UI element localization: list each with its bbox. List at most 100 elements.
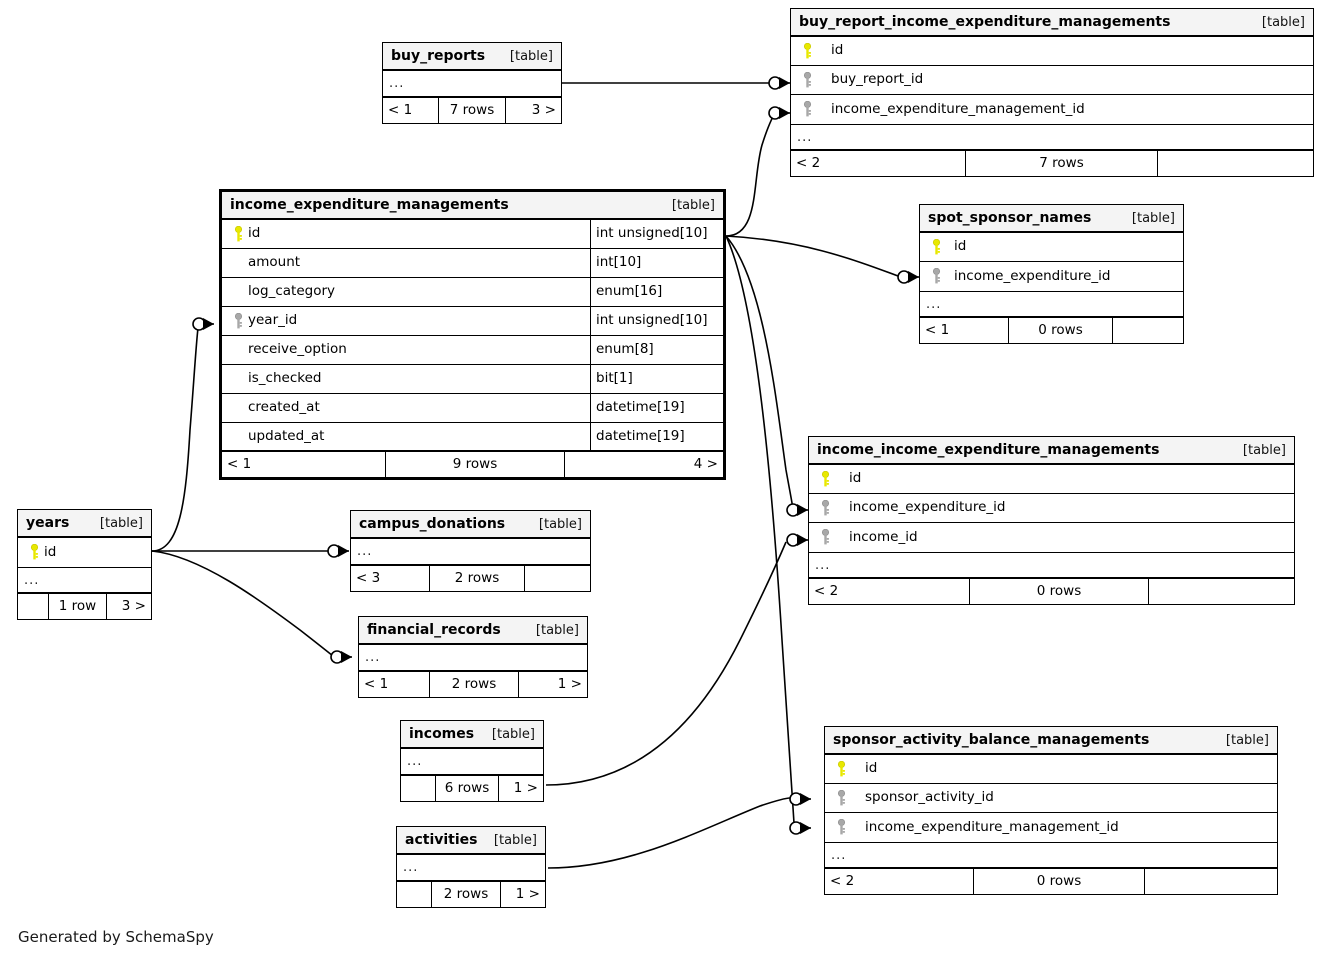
footer-parent-count[interactable]: < 1 — [227, 455, 252, 472]
footer-parent-count[interactable]: < 3 — [356, 569, 381, 586]
column-name: is_checked — [248, 370, 322, 387]
table-footer: < 1 7 rows 3 > — [383, 98, 561, 123]
primary-key-icon — [831, 760, 851, 778]
table-row[interactable]: income_id — [809, 523, 1294, 552]
column-list: id int unsigned[10] amount int[10] log_c… — [222, 220, 723, 452]
footer-parent-count[interactable] — [397, 882, 431, 907]
table-type-tag: [table] — [1225, 732, 1269, 748]
column-name: updated_at — [248, 427, 325, 444]
footer-child-count[interactable] — [1149, 579, 1294, 604]
table-campus-donations[interactable]: campus_donations [table] ... < 3 2 rows — [350, 510, 591, 592]
table-buy-reports[interactable]: buy_reports [table] ... < 1 7 rows 3 > — [382, 42, 562, 124]
footer-parent-count[interactable] — [18, 594, 48, 619]
footer-child-count[interactable]: 1 > — [513, 779, 538, 796]
table-type-tag: [table] — [671, 197, 715, 213]
table-years[interactable]: years [table] id ... 1 row 3 > — [17, 509, 152, 620]
foreign-key-icon — [815, 529, 835, 546]
footer-parent-count[interactable]: < 2 — [814, 582, 839, 599]
table-title: income_income_expenditure_managements — [817, 442, 1160, 458]
table-row[interactable]: id — [809, 465, 1294, 494]
table-header: activities [table] — [397, 827, 545, 855]
table-title: sponsor_activity_balance_managements — [833, 732, 1150, 748]
footer-parent-count[interactable] — [401, 776, 435, 801]
table-sponsor-activity-balance-managements[interactable]: sponsor_activity_balance_managements [ta… — [824, 726, 1278, 895]
footer-parent-count[interactable]: < 1 — [388, 101, 413, 118]
table-row[interactable]: id int unsigned[10] — [222, 220, 723, 249]
footer-child-count[interactable]: 4 > — [693, 455, 718, 472]
table-row[interactable]: log_category enum[16] — [222, 278, 723, 307]
table-row[interactable]: income_expenditure_management_id — [791, 95, 1313, 124]
table-title: incomes — [409, 726, 475, 742]
edge-years-to-financial-records — [151, 550, 334, 657]
column-type: enum[16] — [590, 278, 723, 306]
table-type-tag: [table] — [491, 726, 535, 742]
table-row[interactable]: created_at datetime[19] — [222, 394, 723, 423]
footer-row-count: 7 rows — [965, 151, 1158, 176]
footer-parent-count[interactable]: < 2 — [796, 154, 821, 171]
table-row[interactable]: is_checked bit[1] — [222, 365, 723, 394]
table-row[interactable]: id — [920, 233, 1183, 262]
column-type: enum[8] — [590, 336, 723, 364]
hidden-columns-ellipsis: ... — [18, 567, 151, 594]
footer-row-count: 0 rows — [969, 579, 1149, 604]
edge-iem-to-income-iem — [725, 235, 794, 510]
column-name: created_at — [248, 399, 320, 416]
edge-iem-to-sponsor-activity-balance — [725, 235, 795, 824]
table-footer: < 2 7 rows — [791, 151, 1313, 176]
table-row[interactable]: sponsor_activity_id — [825, 784, 1277, 813]
table-title: spot_sponsor_names — [928, 210, 1092, 226]
table-type-tag: [table] — [1242, 442, 1286, 458]
column-type: int[10] — [590, 249, 723, 277]
foreign-key-icon — [797, 101, 817, 118]
footer-child-count[interactable]: 3 > — [531, 101, 556, 118]
table-incomes[interactable]: incomes [table] ... 6 rows 1 > — [400, 720, 544, 802]
table-row[interactable]: amount int[10] — [222, 249, 723, 278]
table-financial-records[interactable]: financial_records [table] ... < 1 2 rows… — [358, 616, 588, 698]
table-row[interactable]: updated_at datetime[19] — [222, 423, 723, 452]
table-header: years [table] — [18, 510, 151, 538]
table-row[interactable]: id — [825, 755, 1277, 784]
table-footer: 6 rows 1 > — [401, 776, 543, 801]
table-row[interactable]: income_expenditure_id — [809, 494, 1294, 523]
footer-child-count[interactable] — [1145, 869, 1277, 894]
table-row[interactable]: buy_report_id — [791, 66, 1313, 95]
table-row[interactable]: income_expenditure_id — [920, 262, 1183, 291]
table-header: income_income_expenditure_managements [t… — [809, 437, 1294, 465]
column-list: id sponsor_activity_id income_expenditur… — [825, 755, 1277, 842]
table-row[interactable]: income_expenditure_management_id — [825, 813, 1277, 842]
footer-row-count: 9 rows — [385, 452, 565, 477]
foreign-key-icon — [228, 312, 248, 330]
footer-parent-count[interactable]: < 1 — [364, 675, 389, 692]
footer-child-count[interactable] — [525, 566, 590, 591]
column-type: bit[1] — [590, 365, 723, 393]
primary-key-icon — [815, 470, 835, 488]
table-income-expenditure-managements[interactable]: income_expenditure_managements [table] i… — [219, 189, 726, 480]
column-list: id — [18, 538, 151, 567]
table-row[interactable]: id — [791, 37, 1313, 66]
edge-activities-to-sponsor-activity-balance — [547, 797, 791, 869]
hidden-columns-ellipsis: ... — [397, 855, 545, 882]
table-header: buy_report_income_expenditure_management… — [791, 9, 1313, 37]
table-footer: < 3 2 rows — [351, 566, 590, 591]
table-row[interactable]: id — [18, 538, 151, 567]
table-buy-report-income-expenditure-managements[interactable]: buy_report_income_expenditure_management… — [790, 8, 1314, 177]
footer-child-count[interactable] — [1158, 151, 1313, 176]
footer-child-count[interactable]: 3 > — [121, 597, 146, 614]
footer-child-count[interactable]: 1 > — [557, 675, 582, 692]
table-type-tag: [table] — [538, 516, 582, 532]
table-row[interactable]: year_id int unsigned[10] — [222, 307, 723, 336]
table-type-tag: [table] — [493, 832, 537, 848]
primary-key-icon — [228, 225, 248, 243]
footer-parent-count[interactable]: < 2 — [830, 872, 855, 889]
footer-parent-count[interactable]: < 1 — [925, 321, 950, 338]
table-row[interactable]: receive_option enum[8] — [222, 336, 723, 365]
footer-row-count: 6 rows — [435, 776, 499, 801]
footer-child-count[interactable] — [1113, 318, 1183, 343]
hidden-columns-ellipsis: ... — [383, 71, 561, 98]
table-income-income-expenditure-managements[interactable]: income_income_expenditure_managements [t… — [808, 436, 1295, 605]
table-activities[interactable]: activities [table] ... 2 rows 1 > — [396, 826, 546, 908]
column-name: sponsor_activity_id — [865, 789, 994, 806]
table-spot-sponsor-names[interactable]: spot_sponsor_names [table] id income_exp… — [919, 204, 1184, 344]
footer-child-count[interactable]: 1 > — [515, 885, 540, 902]
hidden-columns-ellipsis: ... — [809, 552, 1294, 579]
